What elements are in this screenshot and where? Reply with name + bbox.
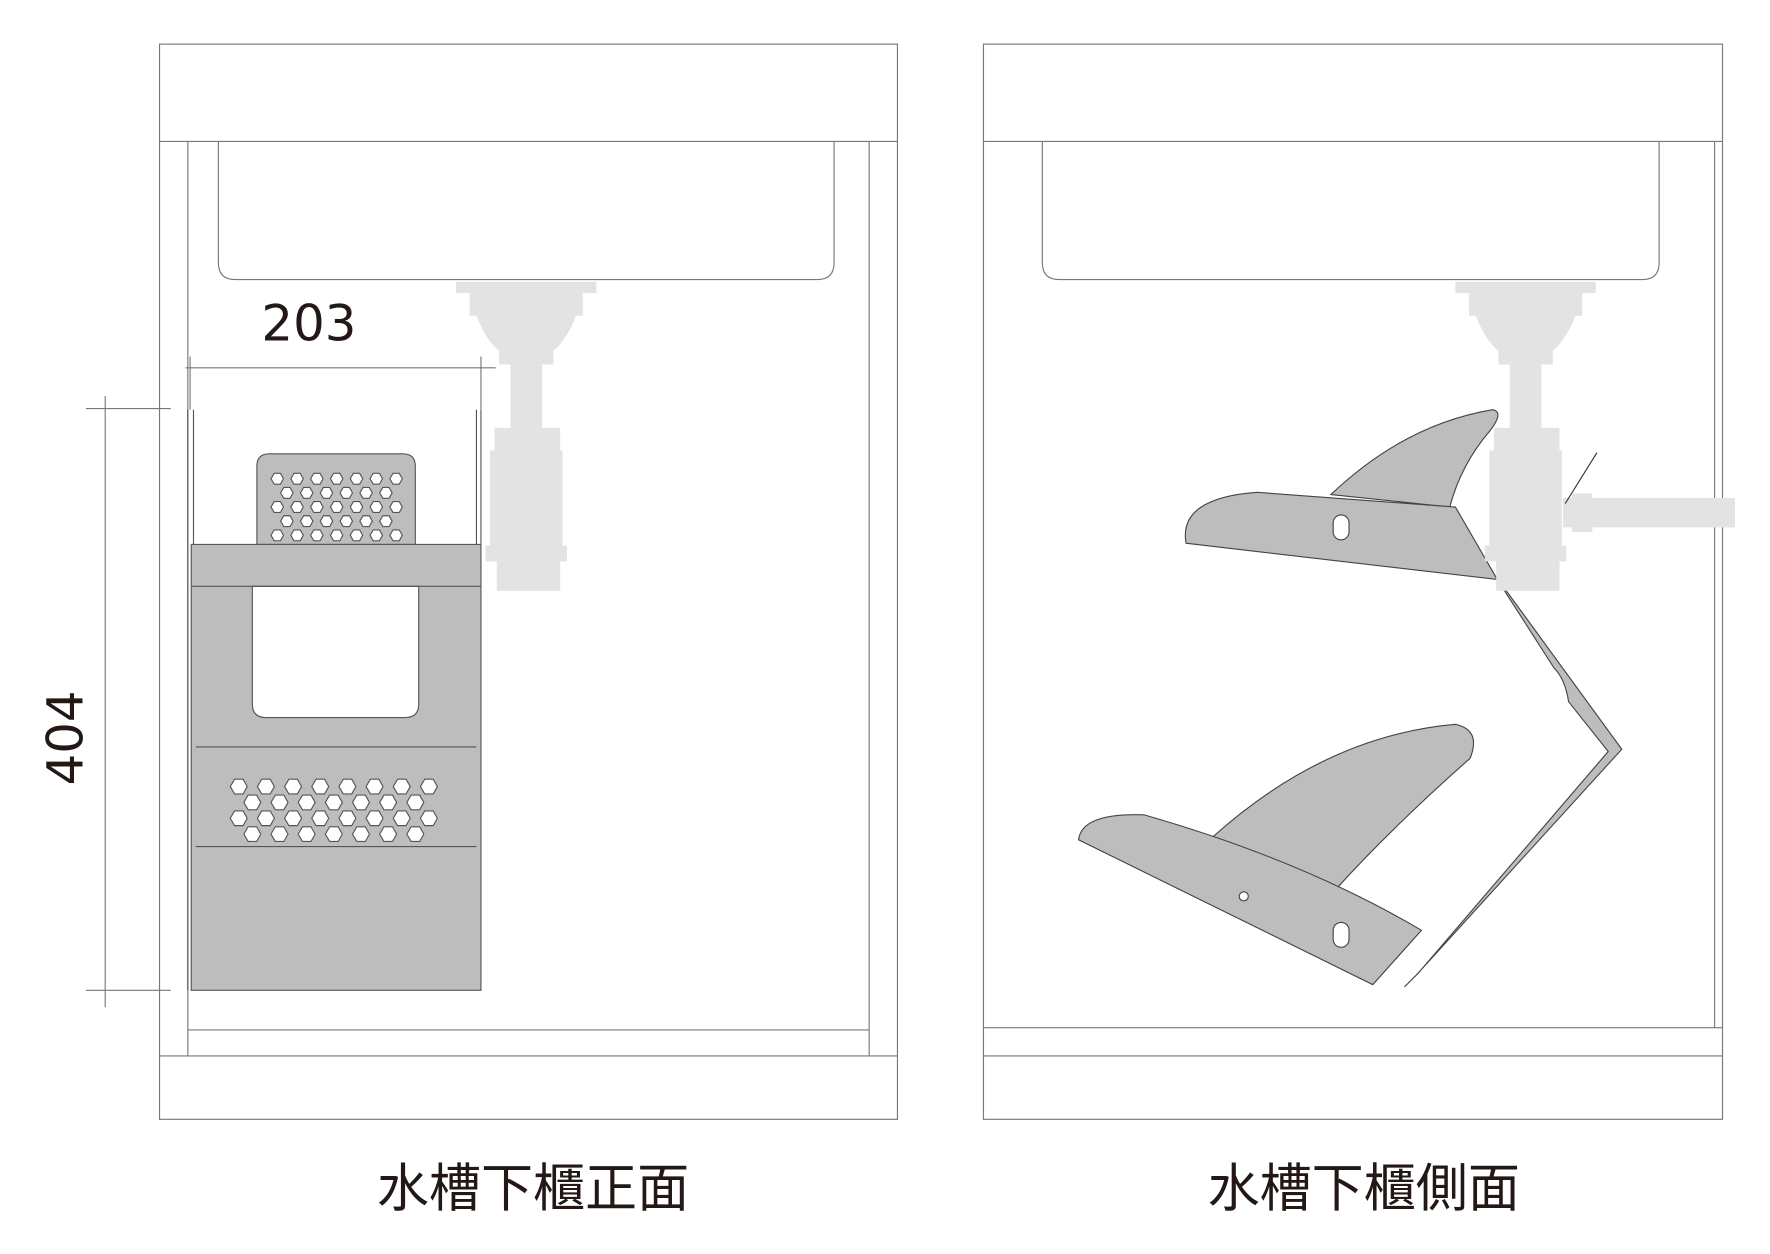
- hex-hole: [349, 529, 364, 542]
- front-drain-pipe: [456, 281, 597, 591]
- hex-hole: [379, 486, 393, 499]
- side-view: [982, 43, 1735, 1120]
- hex-hole: [379, 515, 393, 528]
- lower-mount-keyhole: [1332, 921, 1350, 948]
- hex-hole: [365, 810, 384, 827]
- hex-hole: [339, 486, 354, 499]
- hex-hole: [256, 778, 276, 795]
- side-rack: [1077, 409, 1623, 988]
- lower-rack-fin: [1211, 723, 1475, 890]
- hex-hole: [311, 810, 330, 827]
- hex-hole: [319, 515, 334, 528]
- height-dimension: [85, 396, 171, 1008]
- hex-hole: [419, 778, 439, 795]
- hex-hole: [299, 486, 314, 499]
- hex-hole: [299, 515, 314, 528]
- hex-hole: [351, 794, 371, 811]
- side-view-caption: 水槽下櫃側面: [1208, 1159, 1520, 1219]
- hex-hole: [392, 810, 411, 827]
- hex-hole: [369, 529, 384, 542]
- hex-hole: [283, 778, 303, 795]
- hex-hole: [406, 794, 425, 811]
- hex-hole: [324, 794, 343, 811]
- width-dimension: [185, 356, 496, 410]
- side-cabinet-outline: [982, 43, 1724, 1120]
- hex-hole: [351, 826, 371, 843]
- hex-hole: [256, 810, 276, 827]
- hex-hole: [243, 794, 262, 811]
- hex-hole: [290, 501, 304, 514]
- hex-hole: [406, 826, 425, 843]
- width-dimension-label: 203: [261, 295, 356, 353]
- rack-connector: [1404, 579, 1623, 988]
- hex-hole: [309, 472, 324, 485]
- basket-hex-holes: [229, 778, 439, 843]
- hex-hole: [309, 529, 324, 542]
- hex-hole: [270, 529, 285, 542]
- upper-rack-fin: [1329, 409, 1499, 508]
- hex-hole: [369, 501, 384, 514]
- side-sink-basin: [1041, 141, 1660, 281]
- basket-body: [190, 543, 482, 991]
- height-dimension-label: 404: [37, 690, 95, 785]
- upper-mount-keyhole: [1332, 514, 1350, 541]
- hex-hole: [324, 826, 343, 843]
- hex-hole: [270, 826, 289, 843]
- hex-hole: [349, 501, 364, 514]
- hex-hole: [329, 501, 344, 514]
- hex-hole: [419, 810, 439, 827]
- front-view-caption: 水槽下櫃正面: [377, 1159, 689, 1219]
- hex-hole: [290, 472, 304, 485]
- hex-hole: [389, 501, 403, 514]
- hex-hole: [338, 778, 357, 795]
- hex-hole: [229, 778, 248, 795]
- front-sink-basin: [217, 141, 835, 281]
- hex-hole: [270, 501, 285, 514]
- hex-hole: [379, 826, 398, 843]
- hex-hole: [270, 472, 285, 485]
- hex-hole: [283, 810, 303, 827]
- front-cabinet-outline: [158, 43, 899, 1120]
- hex-hole: [379, 794, 398, 811]
- hex-hole: [309, 501, 324, 514]
- hex-hole: [365, 778, 384, 795]
- hex-hole: [279, 515, 294, 528]
- hex-hole: [290, 529, 304, 542]
- hex-hole: [359, 486, 373, 499]
- hex-hole: [243, 826, 262, 843]
- hex-hole: [297, 794, 316, 811]
- hex-hole: [329, 529, 344, 542]
- side-drain-pipe: [1455, 281, 1735, 591]
- front-basket: [187, 409, 482, 991]
- back-plate-hex-holes: [270, 472, 403, 542]
- hex-hole: [359, 515, 373, 528]
- hex-hole: [297, 826, 316, 843]
- hex-hole: [329, 472, 344, 485]
- hex-hole: [311, 778, 330, 795]
- hex-hole: [339, 515, 354, 528]
- hex-hole: [392, 778, 411, 795]
- hex-hole: [349, 472, 364, 485]
- hex-hole: [279, 486, 294, 499]
- hex-hole: [319, 486, 334, 499]
- hex-hole: [389, 472, 403, 485]
- front-view: [85, 43, 899, 1120]
- hex-hole: [389, 529, 403, 542]
- hex-hole: [338, 810, 357, 827]
- hex-hole: [270, 794, 289, 811]
- hex-hole: [369, 472, 384, 485]
- hex-hole: [229, 810, 248, 827]
